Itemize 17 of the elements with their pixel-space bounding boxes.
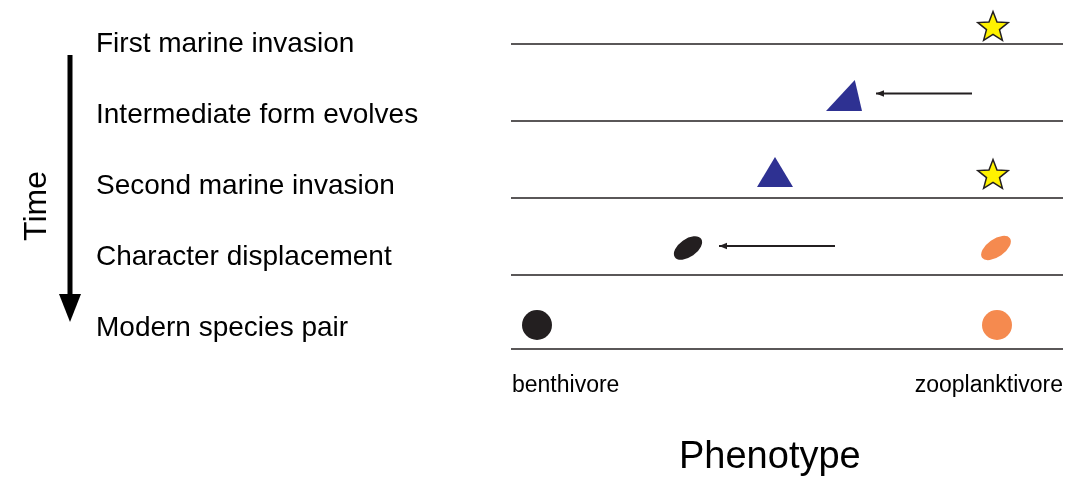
row-label: First marine invasion	[96, 29, 355, 57]
triangle-marker	[826, 80, 862, 111]
row-label: Modern species pair	[96, 313, 349, 341]
arrow	[875, 90, 973, 97]
row-label: Character displacement	[96, 242, 392, 270]
axis-label: Time	[18, 171, 51, 241]
row-label: Second marine invasion	[96, 171, 395, 199]
star-marker	[976, 10, 1010, 43]
circle-marker	[982, 310, 1012, 340]
axis-end-label: zooplanktivore	[914, 373, 1063, 396]
axis-title: Phenotype	[679, 436, 861, 474]
arrow	[718, 242, 836, 250]
axis-end-label: benthivore	[512, 373, 620, 396]
star-marker	[976, 158, 1010, 191]
circle-marker	[522, 310, 552, 340]
triangle-marker	[757, 157, 793, 187]
row-label: Intermediate form evolves	[96, 100, 419, 128]
